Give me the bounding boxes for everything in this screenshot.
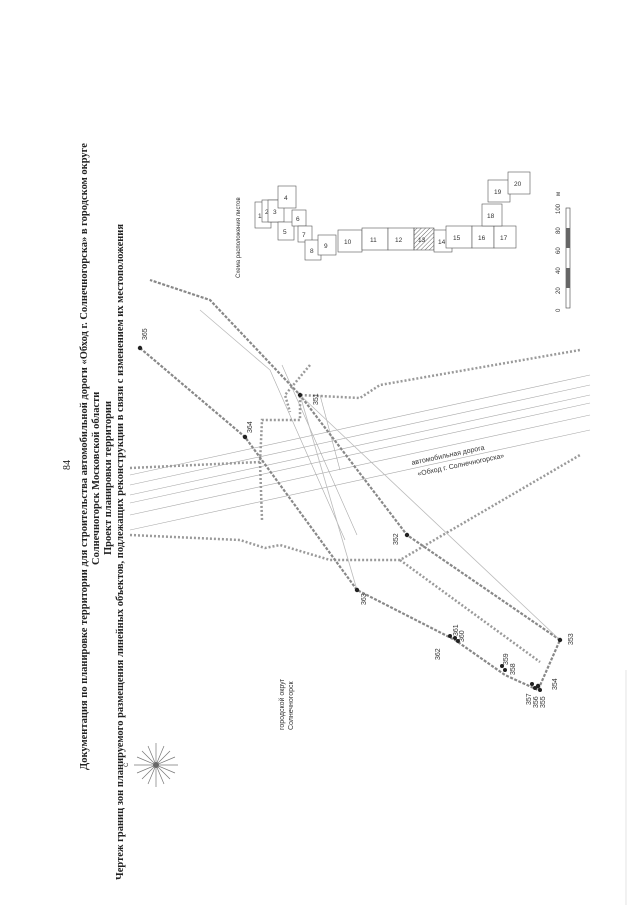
zone-boundary (139, 278, 562, 692)
svg-text:13: 13 (418, 237, 426, 244)
label-360: 360 (459, 630, 466, 642)
point-357 (530, 682, 534, 686)
road-corridor (129, 364, 591, 541)
svg-text:10: 10 (344, 239, 352, 246)
label-352: 352 (393, 533, 400, 545)
sheet-17: 17 (493, 225, 517, 249)
svg-text:5: 5 (283, 229, 287, 236)
svg-text:9: 9 (324, 243, 328, 250)
svg-text:16: 16 (478, 235, 486, 242)
sheet-7: 7 (297, 225, 313, 243)
planning-zone-outline (129, 348, 581, 664)
point-363 (354, 587, 360, 593)
label-362: 362 (435, 648, 442, 660)
point-362 (448, 634, 452, 638)
scale-tick-0: 0 (556, 308, 562, 312)
point-353 (557, 637, 563, 643)
point-352 (404, 532, 410, 538)
district-label: городской округ Солнечногорск (278, 678, 295, 730)
road-label: автомобильная дорога «Обход г. Солнечног… (411, 444, 505, 478)
compass-north-letter: С (124, 762, 130, 767)
svg-text:20: 20 (514, 181, 522, 188)
svg-text:4: 4 (284, 195, 288, 202)
label-365: 365 (142, 328, 149, 340)
point-labels: 351 352 353 354 355 356 357 358 359 360 … (142, 328, 575, 708)
district-label-line-2: Солнечногорск (288, 681, 295, 730)
label-351: 351 (313, 393, 320, 405)
sheet-13-current: 13 (413, 227, 435, 251)
svg-text:19: 19 (494, 189, 502, 196)
scale-tick-100: 100 (556, 203, 562, 214)
sheet-layout-scheme: Схема расположения листов 1 2 3 4 5 6 7 … (236, 171, 531, 278)
svg-text:8: 8 (310, 248, 314, 255)
label-354: 354 (552, 678, 559, 690)
label-361: 361 (453, 624, 460, 636)
scale-bar-ticks: 0 20 40 60 80 100 м (556, 192, 562, 312)
sheet-16: 16 (471, 225, 495, 249)
sheet-15: 15 (445, 225, 473, 249)
point-359 (500, 664, 504, 668)
svg-text:12: 12 (395, 237, 403, 244)
label-364: 364 (247, 421, 254, 433)
svg-text:17: 17 (500, 235, 508, 242)
scale-tick-80: 80 (556, 227, 562, 234)
sheet-20: 20 (507, 171, 531, 195)
sheet-9: 9 (317, 234, 337, 256)
point-364 (242, 434, 248, 440)
sheet-4: 4 (277, 185, 297, 209)
district-label-line-1: городской округ (278, 678, 286, 730)
scale-unit: м (556, 192, 562, 196)
svg-text:1: 1 (258, 213, 262, 220)
label-357: 357 (526, 693, 533, 705)
scale-tick-20: 20 (556, 287, 562, 294)
label-358: 358 (510, 663, 517, 675)
sheet-19: 19 (487, 179, 511, 203)
sheet-11: 11 (361, 227, 389, 251)
label-355: 355 (540, 696, 547, 708)
sheet-8: 8 (304, 239, 322, 261)
point-355 (538, 688, 542, 692)
compass-rose-icon: С (124, 743, 178, 787)
point-360 (456, 639, 460, 643)
label-363: 363 (361, 593, 368, 605)
svg-text:14: 14 (438, 239, 446, 246)
point-365 (137, 345, 143, 351)
svg-text:6: 6 (296, 216, 300, 223)
sheet-10: 10 (337, 229, 363, 253)
sheet-18: 18 (481, 203, 503, 227)
survey-lines (199, 309, 561, 641)
point-358 (503, 668, 507, 672)
scale-bar: 0 20 40 60 80 100 м (556, 192, 571, 312)
svg-text:11: 11 (370, 237, 377, 244)
svg-text:2: 2 (265, 209, 269, 216)
label-359: 359 (503, 653, 510, 665)
svg-text:3: 3 (273, 209, 277, 216)
scale-tick-40: 40 (556, 267, 562, 274)
scale-tick-60: 60 (556, 247, 562, 254)
sheet-12: 12 (387, 227, 415, 251)
label-356: 356 (533, 696, 540, 708)
point-354 (535, 683, 541, 689)
sheet-6: 6 (291, 209, 307, 227)
point-361 (453, 636, 457, 640)
svg-text:7: 7 (302, 232, 306, 239)
label-353: 353 (568, 633, 575, 645)
point-351 (297, 392, 303, 398)
svg-text:15: 15 (453, 235, 461, 242)
boundary-points (137, 345, 563, 692)
svg-text:18: 18 (487, 213, 495, 220)
scheme-title: Схема расположения листов (236, 197, 242, 278)
point-356 (533, 686, 537, 690)
sheet-5: 5 (277, 221, 295, 241)
